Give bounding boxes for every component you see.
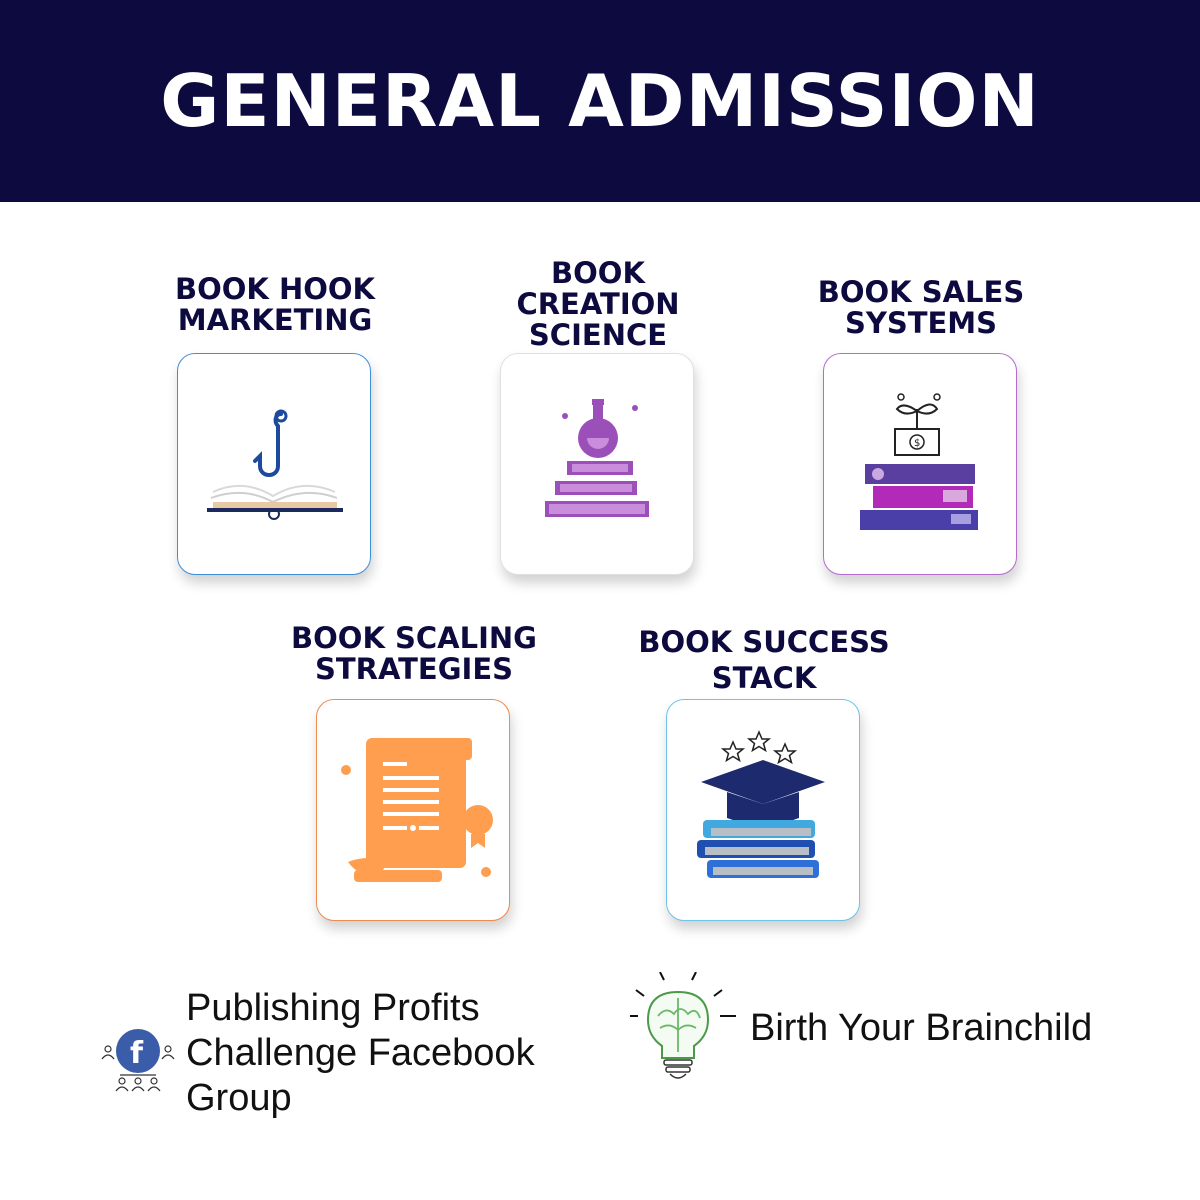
module-card[interactable]	[666, 699, 860, 921]
page-title: GENERAL ADMISSION	[160, 59, 1040, 143]
module-title: BOOK SCALING STRATEGIES	[291, 621, 537, 686]
graduation-books-icon	[697, 730, 825, 878]
lightbulb-brain-icon	[630, 972, 736, 1079]
fishhook-book-icon	[207, 409, 343, 520]
header-banner: GENERAL ADMISSION	[0, 0, 1200, 202]
module-card[interactable]: $	[823, 353, 1017, 575]
module-book-sales-systems[interactable]: BOOK SALES SYSTEMS $	[818, 274, 1024, 578]
facebook-community-icon: f	[101, 1028, 175, 1091]
module-title: BOOK CREATION SCIENCE	[516, 256, 680, 352]
facebook-group-link[interactable]: f Publishing Profits Challenge Facebook …	[98, 986, 566, 1121]
certificate-scroll-icon	[341, 738, 493, 882]
module-book-hook-marketing[interactable]: BOOK HOOK MARKETING	[175, 272, 375, 578]
facebook-group-text: Publishing Profits Challenge Facebook Gr…	[186, 987, 535, 1119]
module-title: BOOK SALES SYSTEMS	[817, 275, 1025, 340]
flask-books-icon	[545, 399, 649, 517]
money-plant-books-icon: $	[860, 393, 978, 530]
module-card[interactable]	[500, 353, 694, 575]
module-title: BOOK HOOK MARKETING	[174, 272, 376, 337]
module-card[interactable]	[316, 699, 510, 921]
brainchild-text: Birth Your Brainchild	[750, 1006, 1093, 1049]
brainchild-link[interactable]: Birth Your Brainchild	[628, 972, 1092, 1084]
svg-text:f: f	[130, 1036, 144, 1071]
svg-text:$: $	[914, 438, 920, 449]
module-card[interactable]	[177, 353, 371, 575]
module-book-scaling-strategies[interactable]: BOOK SCALING STRATEGIES	[291, 620, 537, 922]
module-title: BOOK SUCCESS STACK	[638, 625, 890, 695]
module-book-creation-science[interactable]: BOOK CREATION SCIENCE	[500, 258, 696, 578]
module-book-success-stack[interactable]: BOOK SUCCESS STACK	[638, 624, 890, 922]
